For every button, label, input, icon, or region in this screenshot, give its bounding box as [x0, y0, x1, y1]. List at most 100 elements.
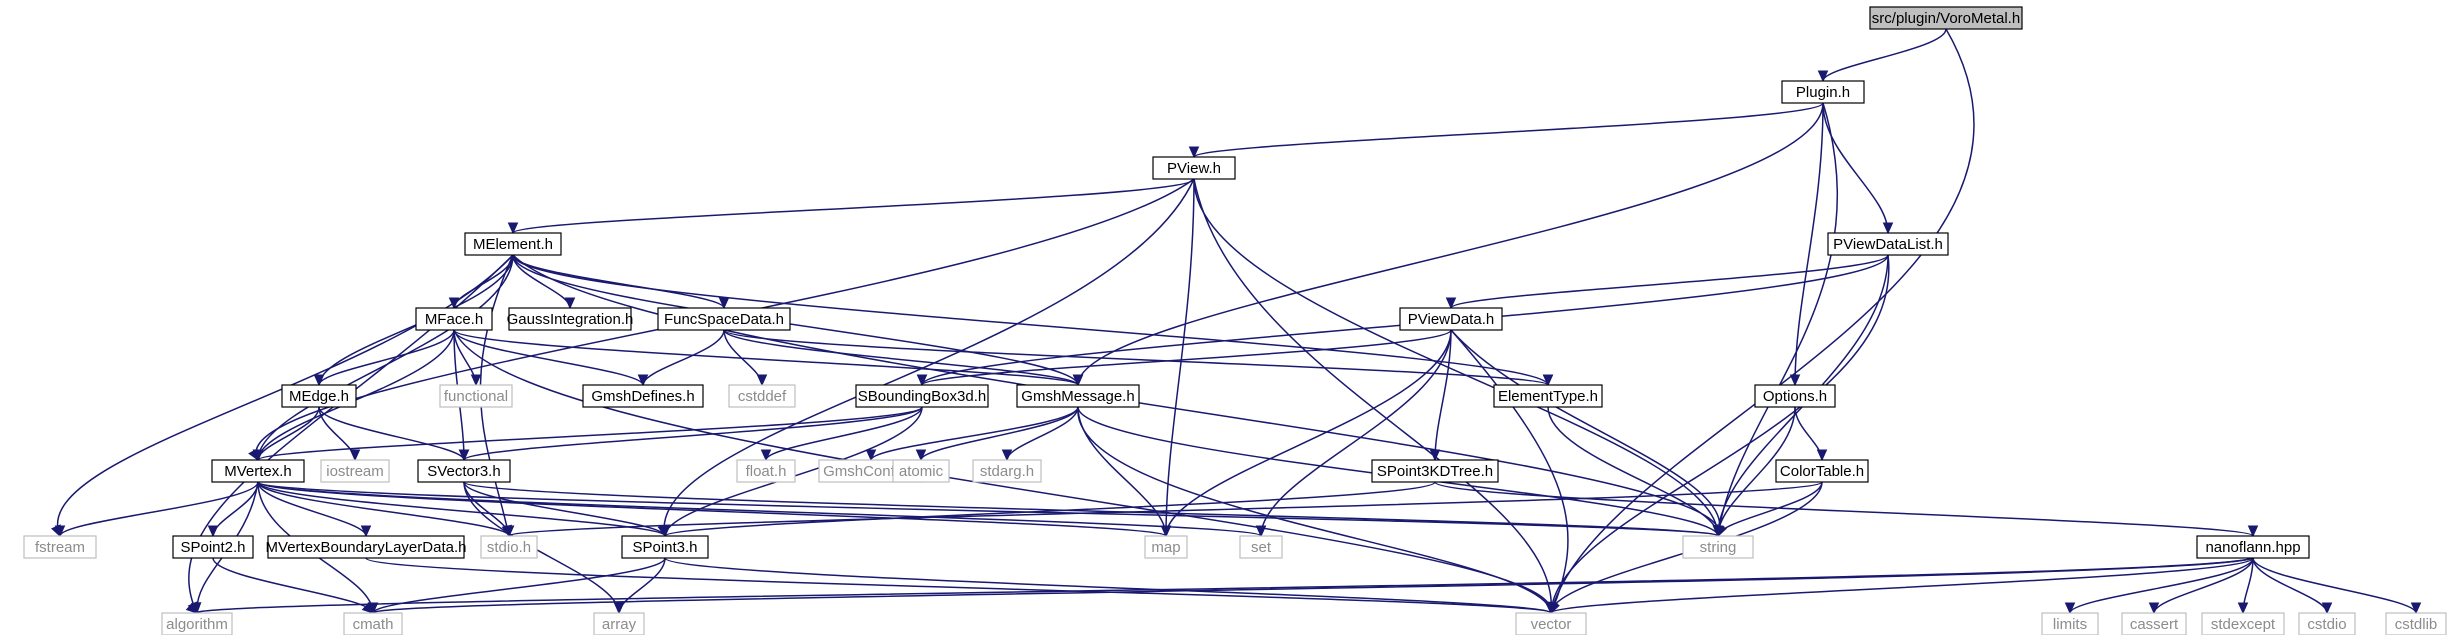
- node-box: [2041, 612, 2099, 635]
- edge-line: [463, 481, 1719, 537]
- node-elemtype[interactable]: ElementType.h: [1493, 384, 1603, 408]
- node-mface[interactable]: MFace.h: [415, 307, 493, 331]
- node-atomic: atomic: [892, 459, 950, 483]
- node-box: [2385, 612, 2447, 635]
- node-svector3[interactable]: SVector3.h: [417, 459, 511, 483]
- node-medge[interactable]: MEdge.h: [281, 384, 357, 408]
- node-options[interactable]: Options.h: [1754, 384, 1836, 408]
- node-mvertex[interactable]: MVertex.h: [211, 459, 305, 483]
- node-mvblayer[interactable]: MVertexBoundaryLayerData.h: [266, 535, 467, 559]
- node-gmshmsg[interactable]: GmshMessage.h: [1016, 384, 1140, 408]
- edge-colortable-to-string: [1712, 481, 1823, 538]
- node-colortable[interactable]: ColorTable.h: [1775, 459, 1869, 483]
- node-box: [417, 459, 511, 483]
- arrowhead: [1255, 525, 1267, 538]
- edge-line: [1822, 28, 1947, 82]
- node-box: [736, 459, 796, 483]
- node-plugin[interactable]: Plugin.h: [1781, 80, 1865, 104]
- node-box: [728, 384, 796, 408]
- node-cstdlib: cstdlib: [2385, 612, 2447, 635]
- edge-line: [372, 557, 2254, 614]
- node-stdarg: stdarg.h: [972, 459, 1042, 483]
- edge-line: [1077, 406, 1167, 537]
- node-box: [211, 459, 305, 483]
- node-box: [172, 535, 254, 559]
- node-label: array: [602, 616, 637, 633]
- edge-nanoflann-to-cmath: [361, 557, 2254, 614]
- edge-melement-to-gaussint: [512, 254, 576, 310]
- arrowhead: [1445, 297, 1457, 310]
- node-label: ElementType.h: [1498, 388, 1598, 405]
- edge-line: [257, 481, 510, 537]
- node-spoint2[interactable]: SPoint2.h: [172, 535, 254, 559]
- arrowhead: [185, 601, 198, 614]
- node-gmshdefines[interactable]: GmshDefines.h: [582, 384, 704, 408]
- node-gaussint[interactable]: GaussIntegration.h: [507, 307, 634, 331]
- node-spoint3[interactable]: SPoint3.h: [621, 535, 709, 559]
- node-label: MFace.h: [425, 311, 483, 328]
- node-spoint3kd[interactable]: SPoint3KDTree.h: [1371, 459, 1499, 483]
- edge-options-to-colortable: [1794, 406, 1828, 462]
- edge-nanoflann-to-cassert: [2148, 557, 2254, 615]
- arrowhead: [2237, 602, 2249, 615]
- edge-line: [1550, 28, 1975, 614]
- edge-melement-to-funcspace: [512, 254, 730, 310]
- node-label: float.h: [746, 463, 787, 480]
- edge-line: [1165, 178, 1195, 537]
- node-label: SVector3.h: [427, 463, 500, 480]
- node-label: iostream: [326, 463, 384, 480]
- edge-line: [2252, 557, 2417, 614]
- node-root[interactable]: src/plugin/VoroMetal.h: [1869, 6, 2023, 30]
- edge-line: [1193, 178, 1719, 537]
- node-set: set: [1239, 535, 1283, 559]
- node-label: algorithm: [166, 616, 228, 633]
- node-pview[interactable]: PView.h: [1152, 156, 1236, 180]
- node-box: [1371, 459, 1499, 483]
- node-string: string: [1682, 535, 1754, 559]
- edge-mvertex-to-set: [257, 481, 1267, 538]
- node-label: PViewData.h: [1408, 311, 1494, 328]
- edge-line: [765, 406, 923, 461]
- node-label: GmshMessage.h: [1021, 388, 1134, 405]
- edge-nanoflann-to-cstdio: [2252, 557, 2333, 615]
- node-limits: limits: [2041, 612, 2099, 635]
- edge-line: [1822, 102, 1889, 234]
- edge-line: [1165, 329, 1452, 537]
- edge-gmshmsg-to-atomic: [915, 406, 1079, 462]
- node-label: GmshDefines.h: [591, 388, 694, 405]
- edge-line: [1794, 102, 1824, 386]
- edge-line: [1193, 102, 1824, 158]
- node-stdio: stdio.h: [480, 535, 538, 559]
- edge-line: [463, 406, 923, 461]
- edge-nanoflann-to-stdexcept: [2237, 557, 2254, 615]
- node-box: [1152, 156, 1236, 180]
- node-map: map: [1144, 535, 1188, 559]
- edge-colortable-to-stdio: [503, 481, 1823, 538]
- node-label: set: [1251, 539, 1272, 556]
- node-nanoflann[interactable]: nanoflann.hpp: [2196, 535, 2310, 559]
- arrowhead: [458, 449, 470, 462]
- edge-line: [618, 557, 666, 614]
- edge-line: [318, 406, 465, 461]
- node-pviewdatalist[interactable]: PViewDataList.h: [1827, 232, 1949, 256]
- node-melement[interactable]: MElement.h: [464, 232, 562, 256]
- node-label: PView.h: [1167, 160, 1221, 177]
- arrowhead: [1001, 449, 1013, 462]
- edge-line: [512, 254, 1720, 537]
- edge-line: [2153, 557, 2254, 614]
- node-label: cstdlib: [2395, 616, 2438, 633]
- node-label: stdio.h: [487, 539, 531, 556]
- node-sbbox[interactable]: SBoundingBox3d.h: [855, 384, 989, 408]
- node-label: stdarg.h: [980, 463, 1034, 480]
- node-pviewdata[interactable]: PViewData.h: [1399, 307, 1503, 331]
- arrowhead: [503, 525, 515, 538]
- node-label: MEdge.h: [289, 388, 349, 405]
- arrowhead: [1882, 222, 1894, 235]
- node-label: MElement.h: [473, 236, 553, 253]
- node-box: [439, 384, 513, 408]
- edge-line: [921, 329, 1452, 386]
- node-funcspace[interactable]: FuncSpaceData.h: [657, 307, 791, 331]
- node-label: src/plugin/VoroMetal.h: [1872, 10, 2020, 27]
- edge-gmshmsg-to-map: [1077, 406, 1172, 538]
